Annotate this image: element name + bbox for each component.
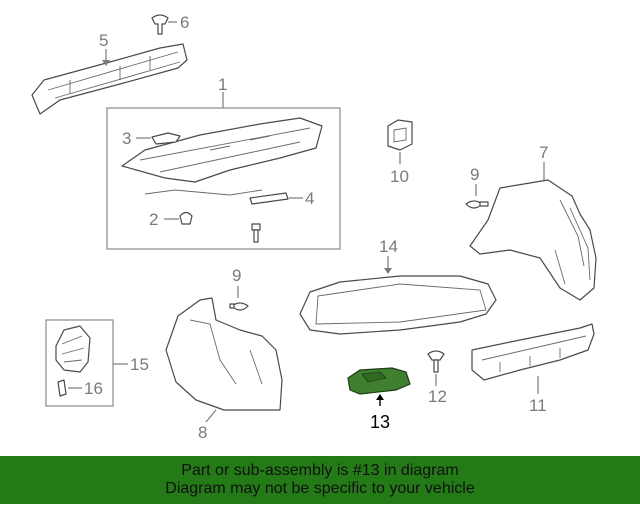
part-7-side-trim[interactable] <box>469 179 597 301</box>
callout-4: 4 <box>305 189 314 208</box>
callout-16: 16 <box>84 379 103 398</box>
part-1-package-tray[interactable] <box>121 117 323 183</box>
part-13-highlighted[interactable] <box>347 367 411 395</box>
callout-2: 2 <box>149 210 158 229</box>
callout-14: 14 <box>379 237 398 256</box>
part-8-side-trim[interactable] <box>165 297 283 411</box>
callout-6: 6 <box>180 13 189 32</box>
part-15-reflector[interactable] <box>55 325 91 373</box>
callout-7: 7 <box>539 143 548 162</box>
callout-15: 15 <box>130 355 149 374</box>
callout-13: 13 <box>370 412 390 432</box>
callout-5: 5 <box>99 31 108 50</box>
part-4-bracket[interactable] <box>249 192 289 205</box>
callout-3: 3 <box>122 129 131 148</box>
part-9-fastener-upper[interactable] <box>465 200 489 209</box>
part-10-cover[interactable] <box>387 119 413 151</box>
callout-9-upper: 9 <box>470 165 479 184</box>
part-3-cover[interactable] <box>151 132 181 145</box>
assembly-15-box <box>45 319 114 407</box>
part-12-bolt[interactable] <box>427 350 445 373</box>
parts-diagram: 5 6 1 3 2 4 10 9 <box>31 13 597 442</box>
banner-line-1: Part or sub-assembly is #13 in diagram <box>181 462 459 479</box>
part-14-trunk-mat[interactable] <box>299 275 497 335</box>
part-2-harness[interactable] <box>144 189 263 225</box>
callout-1: 1 <box>218 75 227 94</box>
part-5-panel-trim[interactable] <box>31 43 188 115</box>
callout-12: 12 <box>428 387 447 406</box>
callout-11: 11 <box>529 396 547 415</box>
bolt-icon <box>251 223 261 243</box>
info-banner: Part or sub-assembly is #13 in diagram D… <box>0 456 640 504</box>
part-11-sill-plate[interactable] <box>471 323 595 381</box>
callout-10: 10 <box>390 167 409 186</box>
part-16-bulb[interactable] <box>57 379 67 397</box>
part-9-fastener-lower[interactable] <box>229 302 249 311</box>
part-6-clip[interactable] <box>151 14 169 35</box>
banner-line-2: Diagram may not be specific to your vehi… <box>165 480 475 497</box>
callout-8: 8 <box>198 423 207 442</box>
callout-9-lower: 9 <box>232 266 241 285</box>
